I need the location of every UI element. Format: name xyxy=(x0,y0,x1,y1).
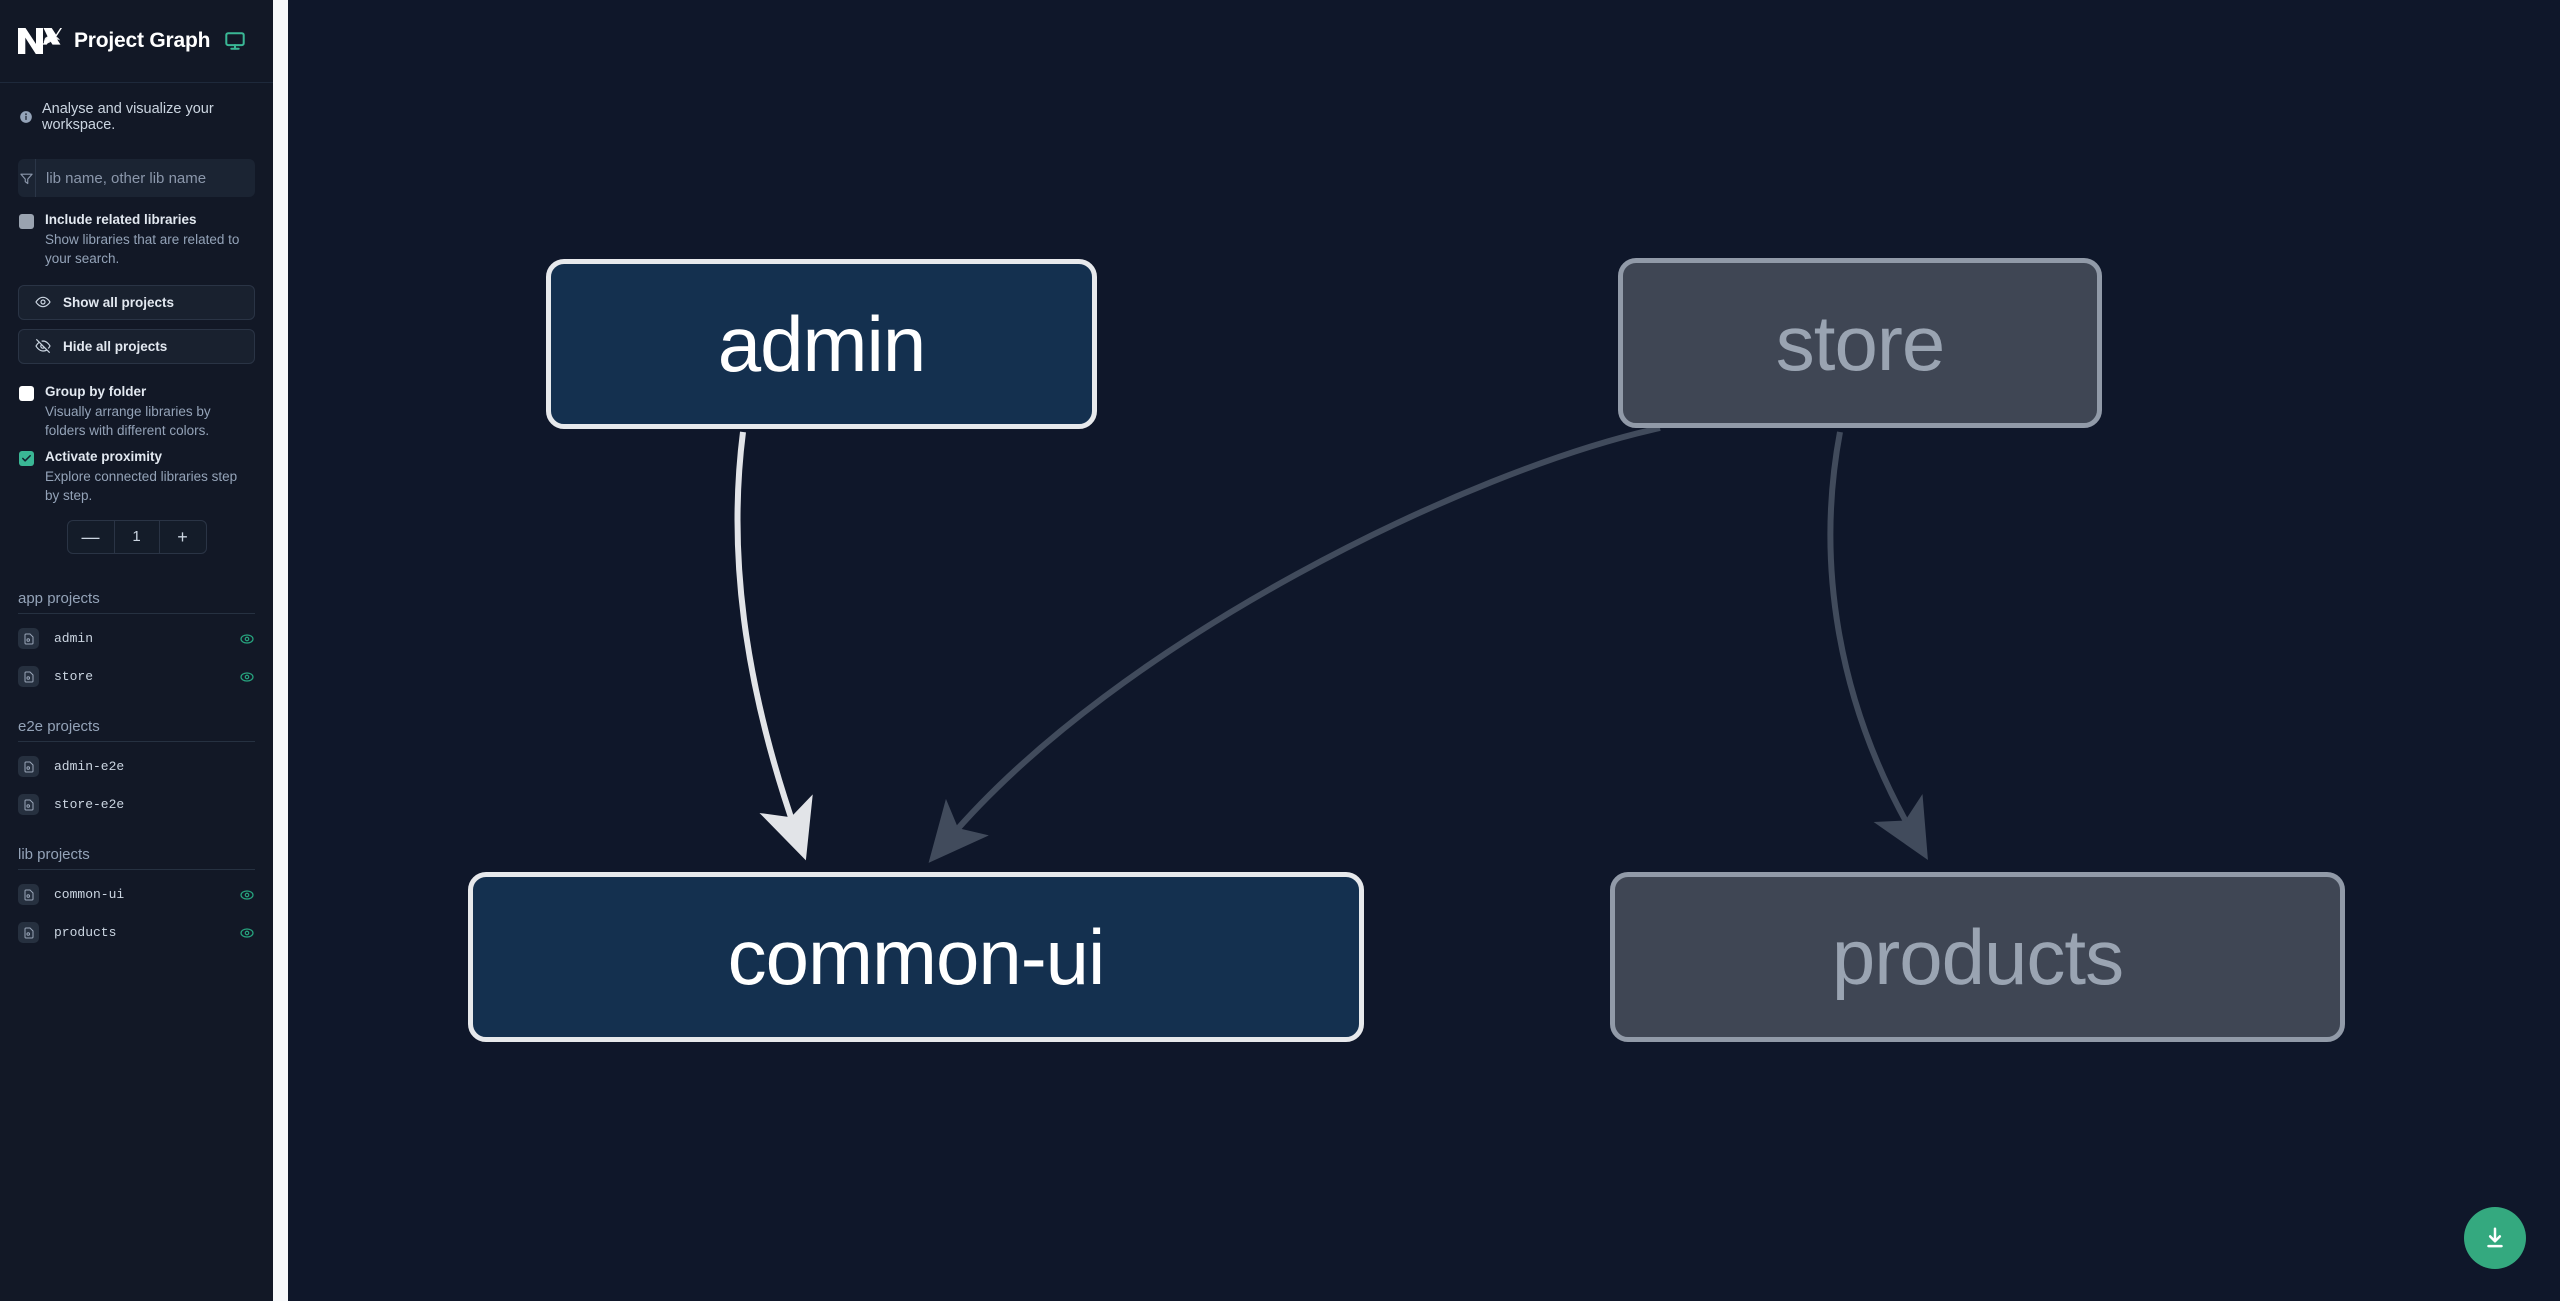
option-activate-proximity[interactable]: Activate proximity Explore connected lib… xyxy=(0,440,273,506)
group-heading: e2e projects xyxy=(18,718,255,742)
edge-admin-to-common-ui xyxy=(734,431,813,861)
sidebar-header: Project Graph xyxy=(0,0,273,83)
option-title: Activate proximity xyxy=(45,449,163,465)
node-label: products xyxy=(1831,912,2124,1001)
monitor-icon[interactable] xyxy=(224,30,246,52)
proximity-stepper: — 1 + xyxy=(0,519,273,554)
project-group-e2e-projects: e2e projects admin-e2e store-e2e xyxy=(0,718,273,824)
edge-store-to-common-ui xyxy=(928,425,1661,863)
graph-node-products[interactable]: products xyxy=(1610,872,2345,1042)
project-group-app-projects: app projects admin store xyxy=(0,590,273,696)
show-all-projects-button[interactable]: Show all projects xyxy=(18,284,255,320)
page-title: Project Graph xyxy=(74,29,211,52)
node-label: admin xyxy=(717,299,926,388)
option-description: Explore connected libraries step by step… xyxy=(45,469,238,504)
project-icon xyxy=(18,922,39,944)
group-heading: lib projects xyxy=(18,846,255,870)
filter-icon xyxy=(18,159,36,197)
project-name: products xyxy=(54,925,117,941)
project-icon xyxy=(18,756,39,778)
project-row-admin[interactable]: admin xyxy=(18,620,255,658)
visibility-eye-icon[interactable] xyxy=(239,631,255,647)
sidebar: Project Graph Analyse and visualize your… xyxy=(0,0,273,1301)
graph-node-admin[interactable]: admin xyxy=(546,259,1097,429)
graph-canvas[interactable]: admin store common-ui products xyxy=(288,0,2560,1301)
project-icon xyxy=(18,884,39,906)
show-all-projects-label: Show all projects xyxy=(63,294,175,310)
node-label: common-ui xyxy=(727,912,1106,1001)
project-name: admin xyxy=(54,631,94,647)
graph-node-common-ui[interactable]: common-ui xyxy=(468,872,1364,1042)
project-icon xyxy=(18,794,39,816)
nx-logo xyxy=(16,20,62,62)
sidebar-scrollbar[interactable] xyxy=(273,0,288,1301)
info-icon xyxy=(19,110,33,124)
proximity-increment-button[interactable]: + xyxy=(160,521,206,553)
project-icon xyxy=(18,666,39,688)
project-row-store[interactable]: store xyxy=(18,658,255,696)
visibility-eye-placeholder xyxy=(239,759,255,775)
download-graph-button[interactable] xyxy=(2464,1207,2526,1269)
project-group-lib-projects: lib projects common-ui products xyxy=(0,846,273,952)
project-name: common-ui xyxy=(54,887,125,903)
checkbox-include-related-libraries[interactable] xyxy=(19,214,34,229)
project-name: store-e2e xyxy=(54,797,125,813)
search-bar[interactable] xyxy=(18,159,255,197)
project-row-common-ui[interactable]: common-ui xyxy=(18,876,255,914)
hide-all-projects-button[interactable]: Hide all projects xyxy=(18,328,255,364)
project-name: admin-e2e xyxy=(54,759,125,775)
group-heading: app projects xyxy=(18,590,255,614)
visibility-buttons: Show all projects Hide all projects xyxy=(0,269,273,373)
node-label: store xyxy=(1775,298,1945,387)
proximity-decrement-button[interactable]: — xyxy=(68,521,114,553)
visibility-eye-icon[interactable] xyxy=(239,669,255,685)
option-group-by-folder[interactable]: Group by folder Visually arrange librari… xyxy=(0,373,273,441)
project-row-products[interactable]: products xyxy=(18,914,255,952)
visibility-eye-icon[interactable] xyxy=(239,887,255,903)
project-row-admin-e2e[interactable]: admin-e2e xyxy=(18,748,255,786)
option-title: Include related libraries xyxy=(45,212,197,227)
option-description: Show libraries that are related to your … xyxy=(45,232,240,267)
project-name: store xyxy=(54,669,94,685)
visibility-eye-icon[interactable] xyxy=(239,925,255,941)
option-title: Group by folder xyxy=(45,383,147,399)
graph-node-store[interactable]: store xyxy=(1618,258,2102,428)
visibility-eye-placeholder xyxy=(239,797,255,813)
sidebar-tagline: Analyse and visualize your workspace. xyxy=(0,83,273,143)
project-icon xyxy=(18,628,39,650)
search-input[interactable] xyxy=(36,159,255,197)
option-description: Visually arrange libraries by folders wi… xyxy=(45,403,211,438)
hide-all-projects-label: Hide all projects xyxy=(63,338,168,354)
project-row-store-e2e[interactable]: store-e2e xyxy=(18,786,255,824)
checkbox-activate-proximity[interactable] xyxy=(19,451,34,467)
proximity-value: 1 xyxy=(113,520,160,553)
tagline-text: Analyse and visualize your workspace. xyxy=(42,101,214,133)
option-include-related-libraries[interactable]: Include related libraries Show libraries… xyxy=(0,197,273,269)
checkbox-group-by-folder[interactable] xyxy=(19,385,34,401)
edge-store-to-products xyxy=(1827,431,1928,861)
graph-edges xyxy=(734,425,1928,863)
